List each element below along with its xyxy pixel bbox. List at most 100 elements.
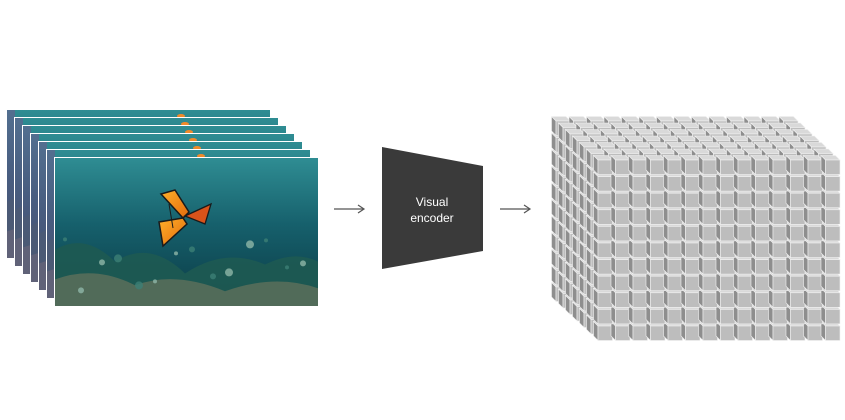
butterfly-icon [158, 189, 213, 248]
token-cube [715, 187, 736, 209]
token-cube [820, 287, 841, 309]
token-cube [680, 287, 701, 309]
token-cube [820, 187, 841, 209]
token-cube [785, 320, 806, 342]
token-cube [627, 221, 649, 242]
token-cube [592, 304, 614, 325]
token-cube [662, 221, 684, 242]
token-cube [750, 270, 771, 292]
token-cube [785, 237, 806, 259]
token-cube [680, 320, 701, 342]
token-cube [610, 287, 631, 309]
token-cube [627, 204, 649, 226]
token-cube [662, 270, 684, 292]
token-cube [592, 171, 614, 192]
token-cube [732, 171, 754, 192]
token-cube [610, 320, 631, 342]
token-cube [802, 254, 824, 275]
token-cube [610, 171, 631, 192]
token-cube [610, 154, 631, 176]
token-cube [767, 154, 789, 176]
token-cube [610, 270, 631, 292]
token-cube [715, 320, 736, 342]
token-cube [767, 320, 789, 342]
token-cube [680, 270, 701, 292]
token-cube [697, 187, 719, 209]
token-cube [662, 204, 684, 226]
token-cube [750, 304, 771, 325]
token-cube [662, 320, 684, 342]
token-cube [645, 254, 666, 275]
token-cube [627, 187, 649, 209]
token-cube [627, 287, 649, 309]
token-cube [767, 221, 789, 242]
token-cube [767, 287, 789, 309]
token-cube [820, 237, 841, 259]
token-cube [785, 287, 806, 309]
token-cube [750, 320, 771, 342]
token-cube [820, 171, 841, 192]
token-cube [802, 270, 824, 292]
visual-encoder-block: Visual encoder [382, 147, 483, 269]
token-cube [715, 270, 736, 292]
token-cube [732, 204, 754, 226]
token-cube [820, 270, 841, 292]
token-cube [645, 187, 666, 209]
token-cube [627, 304, 649, 325]
token-cube [750, 287, 771, 309]
token-cube [732, 287, 754, 309]
token-cube [802, 287, 824, 309]
token-cube [802, 187, 824, 209]
token-cube [592, 287, 614, 309]
token-cube [610, 304, 631, 325]
token-cube [627, 237, 649, 259]
token-cube [680, 237, 701, 259]
token-cube [662, 154, 684, 176]
token-cube [592, 154, 614, 176]
token-cube [802, 304, 824, 325]
token-cube [697, 304, 719, 325]
token-cube [767, 237, 789, 259]
token-cube [750, 187, 771, 209]
token-cube [785, 270, 806, 292]
token-cube [820, 154, 841, 176]
token-cube [750, 254, 771, 275]
arrow-encoder-to-output [500, 204, 532, 214]
token-cube [767, 270, 789, 292]
token-cube [767, 204, 789, 226]
token-cube [697, 237, 719, 259]
token-cube [732, 304, 754, 325]
token-cube [680, 304, 701, 325]
token-cube [645, 204, 666, 226]
token-cube [767, 304, 789, 325]
token-cube [715, 204, 736, 226]
token-cube [610, 204, 631, 226]
token-cube [592, 320, 614, 342]
token-cube [592, 187, 614, 209]
token-cube [750, 237, 771, 259]
token-cube [785, 204, 806, 226]
token-cube [820, 221, 841, 242]
token-cube [802, 237, 824, 259]
token-cube [627, 320, 649, 342]
token-cube [680, 187, 701, 209]
token-cube [732, 270, 754, 292]
token-cube [662, 237, 684, 259]
token-cube [697, 270, 719, 292]
token-cube [645, 221, 666, 242]
token-cube [592, 270, 614, 292]
token-cube [662, 187, 684, 209]
token-cube [645, 304, 666, 325]
token-cube [715, 221, 736, 242]
token-cube [715, 304, 736, 325]
token-cube [785, 154, 806, 176]
token-cube [802, 204, 824, 226]
token-cube [627, 171, 649, 192]
token-cube [785, 304, 806, 325]
token-cube [715, 154, 736, 176]
token-cube [802, 154, 824, 176]
token-cube [820, 304, 841, 325]
token-cube [767, 254, 789, 275]
token-cube [732, 154, 754, 176]
